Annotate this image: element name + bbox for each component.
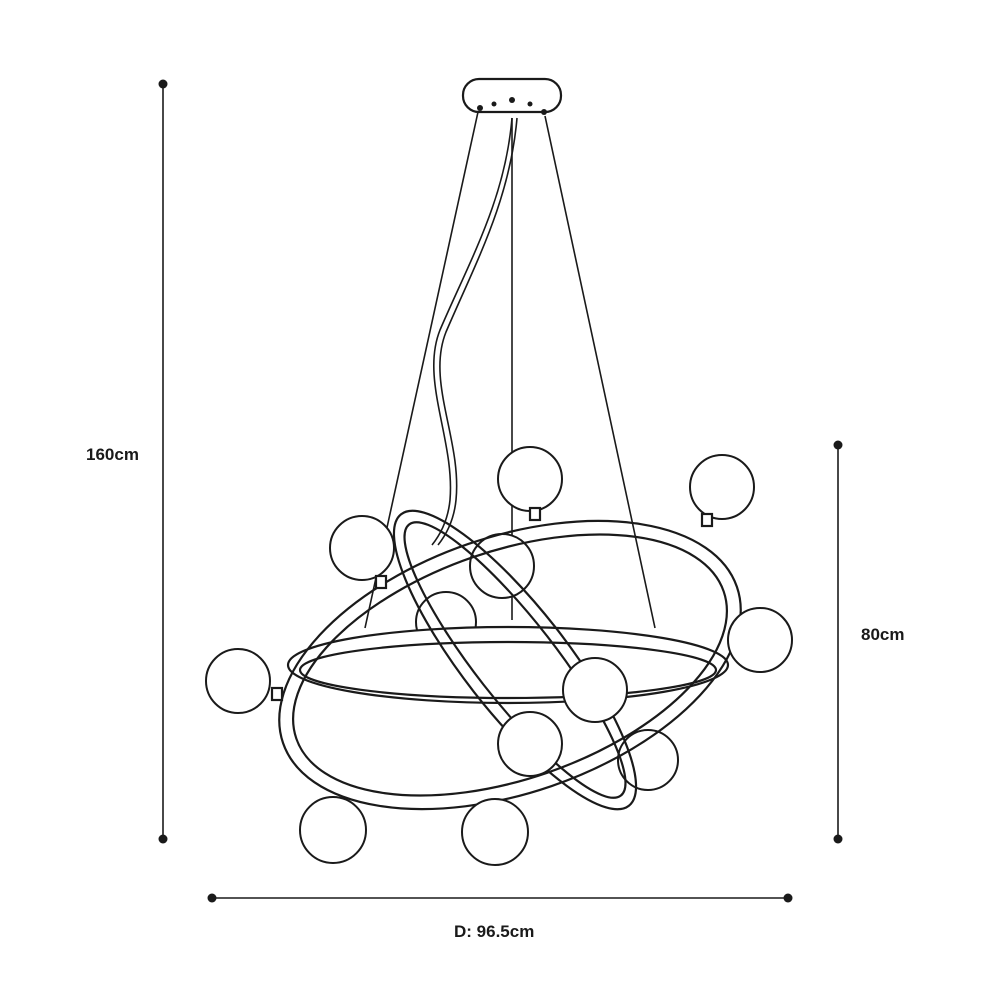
- tilted-ring-loop: [392, 509, 638, 811]
- dimension-diameter: [207, 893, 793, 903]
- globe-left: [205, 648, 271, 714]
- globe-back-3: [617, 729, 679, 791]
- total-height-label: 160cm: [86, 445, 139, 464]
- globe-center-low: [497, 711, 563, 777]
- front-globes: [205, 446, 793, 866]
- globe-top-center: [497, 446, 563, 512]
- horizontal-ring: [286, 625, 730, 705]
- ceiling-canopy: [461, 77, 563, 115]
- dimension-total-height: [158, 79, 168, 844]
- tilted-ring-large: [278, 519, 742, 811]
- diameter-label: D: 96.5cm: [454, 922, 535, 941]
- body-height-label: 80cm: [861, 625, 905, 644]
- globe-top-left: [329, 515, 395, 581]
- globe-bottom-left: [299, 796, 367, 864]
- globe-bottom-center: [461, 798, 529, 866]
- dimension-body-height: [833, 440, 843, 844]
- globe-right: [727, 607, 793, 673]
- globe-center-right: [562, 657, 628, 723]
- globe-top-right: [689, 454, 755, 520]
